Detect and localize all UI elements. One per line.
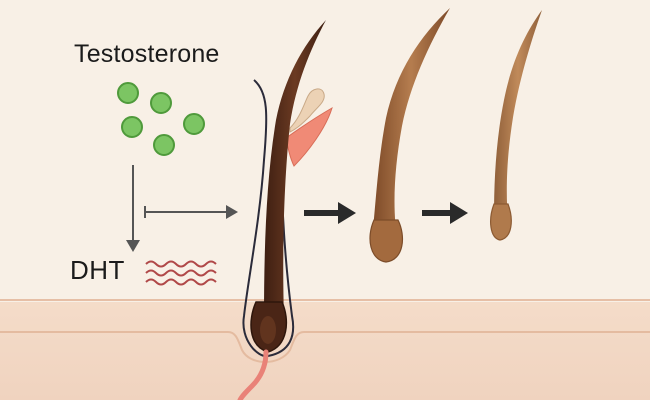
molecule-icon [150,92,172,114]
hair-shaft-thick [264,20,326,320]
testosterone-label: Testosterone [74,40,220,68]
molecule-icon [121,116,143,138]
miniaturized-hair [490,10,542,241]
progression-arrow-icon [422,202,468,224]
sebaceous-gland [285,106,333,167]
dht-action-arrow-icon [144,205,238,219]
dht-wave-icon [145,260,217,286]
dermal-papilla [237,349,269,400]
conversion-arrow-icon [126,165,140,252]
molecule-icon [153,134,175,156]
molecule-icon [183,113,205,135]
molecule-icon [117,82,139,104]
skin-layer [0,299,650,400]
thinning-hair [369,8,450,263]
arrector-pili-tip [289,88,325,133]
miniaturized-hair-bulb [490,203,512,241]
thinning-hair-bulb [369,219,404,263]
dht-label: DHT [70,255,125,285]
progression-arrow-icon [304,202,356,224]
testosterone-molecules [117,82,205,156]
healthy-follicle [237,20,333,400]
